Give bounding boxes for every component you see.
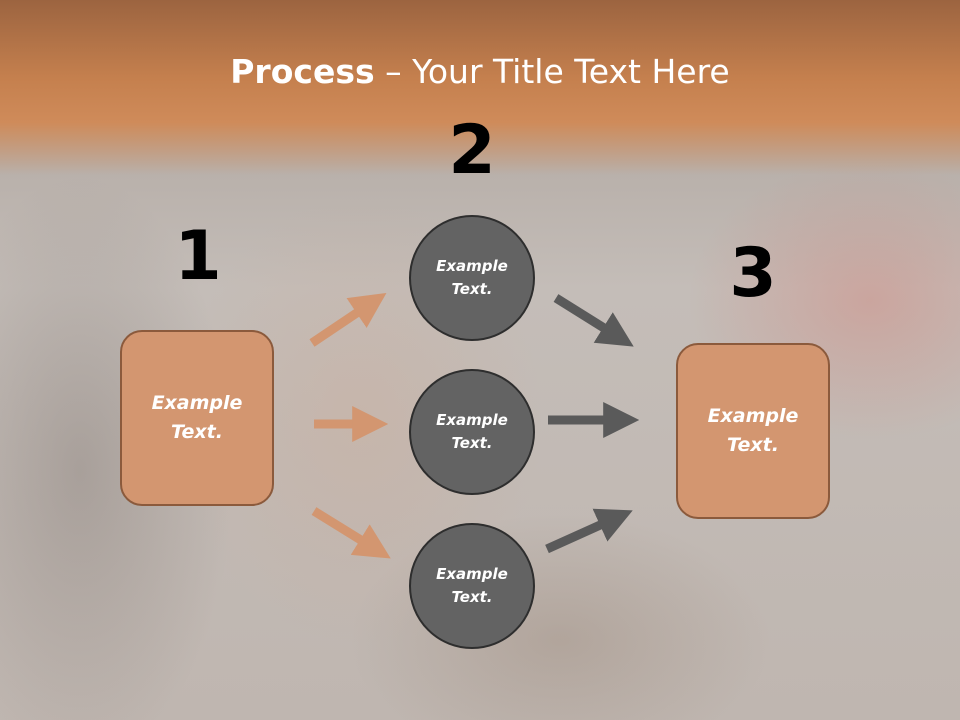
step-1-box: Example Text.	[120, 330, 274, 506]
step-number-3: 3	[729, 234, 777, 313]
arrow-box1-to-circle3	[311, 507, 391, 559]
step-3-box: Example Text.	[676, 343, 830, 519]
circle-top-text: Example Text.	[436, 257, 508, 298]
circle-middle-text: Example Text.	[436, 411, 508, 452]
step-number-2: 2	[448, 111, 496, 190]
title-band	[0, 0, 960, 175]
arrow-box1-to-circle1	[309, 292, 387, 347]
step-2-circle-middle: Example Text.	[409, 369, 535, 495]
title-rest: – Your Title Text Here	[374, 52, 730, 91]
step-number-1: 1	[174, 217, 222, 296]
step-2-circle-bottom: Example Text.	[409, 523, 535, 649]
step-2-circle-top: Example Text.	[409, 215, 535, 341]
arrow-circle3-to-box3	[545, 508, 633, 554]
arrow-circle1-to-box3	[553, 294, 634, 347]
title-bold: Process	[230, 52, 375, 91]
circle-bottom-text: Example Text.	[436, 565, 508, 606]
slide-title: Process – Your Title Text Here	[0, 52, 960, 91]
step-3-box-text: Example Text.	[707, 405, 799, 456]
step-1-box-text: Example Text.	[151, 392, 243, 443]
